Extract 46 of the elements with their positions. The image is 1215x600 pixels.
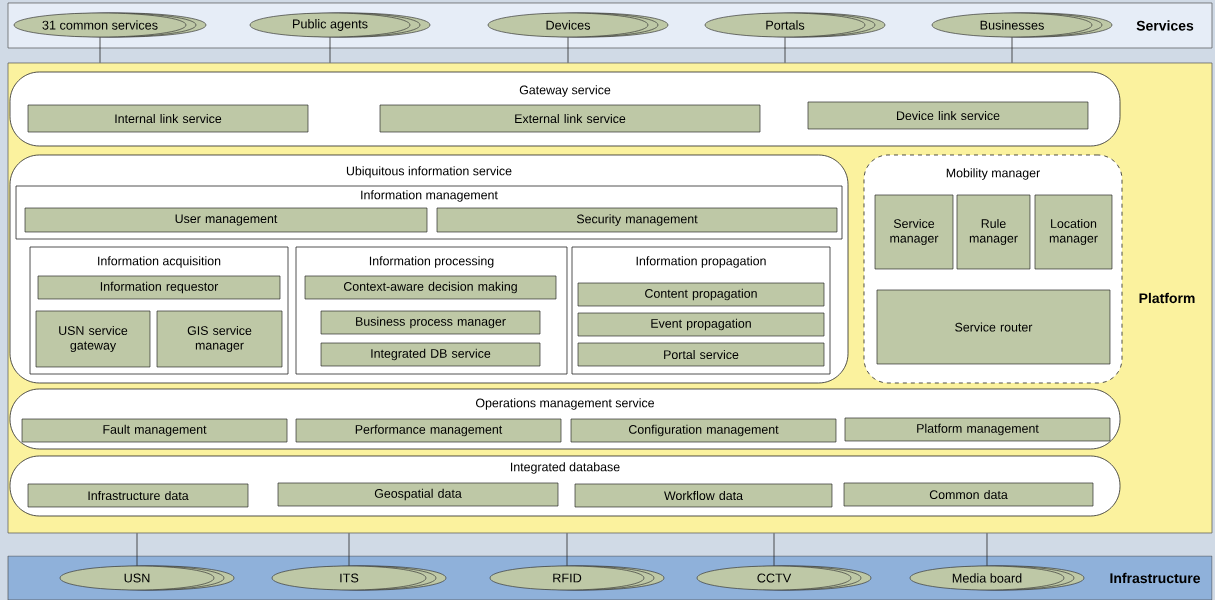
ellipse-stack: Businesses (931, 12, 1113, 38)
component-box: Context-aware decision making (304, 275, 557, 300)
component-box: Rule manager (956, 194, 1031, 270)
connector-line (136, 532, 138, 567)
component-box: Geospatial data (277, 482, 559, 507)
component-box: External link service (379, 104, 761, 133)
ellipse-stack: CCTV (696, 565, 872, 591)
component-box: USN service gateway (35, 310, 151, 368)
component-box: Service router (876, 289, 1111, 365)
connector-line (329, 36, 331, 64)
connector-line (1011, 36, 1013, 64)
component-box: Platform management (844, 417, 1111, 442)
component-box: Workflow data (574, 483, 833, 508)
connector-line (567, 36, 569, 64)
connector-line (348, 532, 350, 567)
component-box: Performance management (295, 418, 562, 443)
component-box: Configuration management (570, 418, 837, 443)
connector-line (986, 532, 988, 567)
component-box: GIS service manager (156, 310, 283, 368)
ellipse-stack: 31 common services (13, 12, 207, 38)
component-box: Fault management (21, 418, 288, 443)
component-box: Integrated DB service (320, 342, 541, 367)
component-box: Infrastructure data (27, 483, 249, 508)
connector-line (784, 36, 786, 64)
component-box: Internal link service (27, 104, 309, 133)
ellipse-stack: ITS (271, 565, 447, 591)
ellipse-stack: USN (59, 565, 235, 591)
component-box: Device link service (807, 101, 1089, 130)
component-box: Information requestor (37, 275, 281, 300)
component-box: Business process manager (320, 310, 541, 335)
component-box: Security management (436, 207, 838, 233)
ellipse-stack: Public agents (249, 12, 431, 38)
ellipse-stack: Portals (704, 12, 886, 38)
connector-line (566, 532, 568, 567)
component-box: User management (24, 207, 428, 233)
connector-line (773, 532, 775, 567)
component-box: Content propagation (577, 282, 825, 307)
ellipse-stack: Media board (909, 565, 1085, 591)
component-box: Location manager (1034, 194, 1113, 270)
component-box: Common data (843, 482, 1094, 507)
ellipse-stack: Devices (487, 12, 669, 38)
component-box: Portal service (577, 342, 825, 367)
component-box: Event propagation (577, 312, 825, 337)
component-box: Service manager (874, 194, 954, 270)
ellipse-stack: RFID (489, 565, 665, 591)
connector-line (99, 36, 101, 64)
